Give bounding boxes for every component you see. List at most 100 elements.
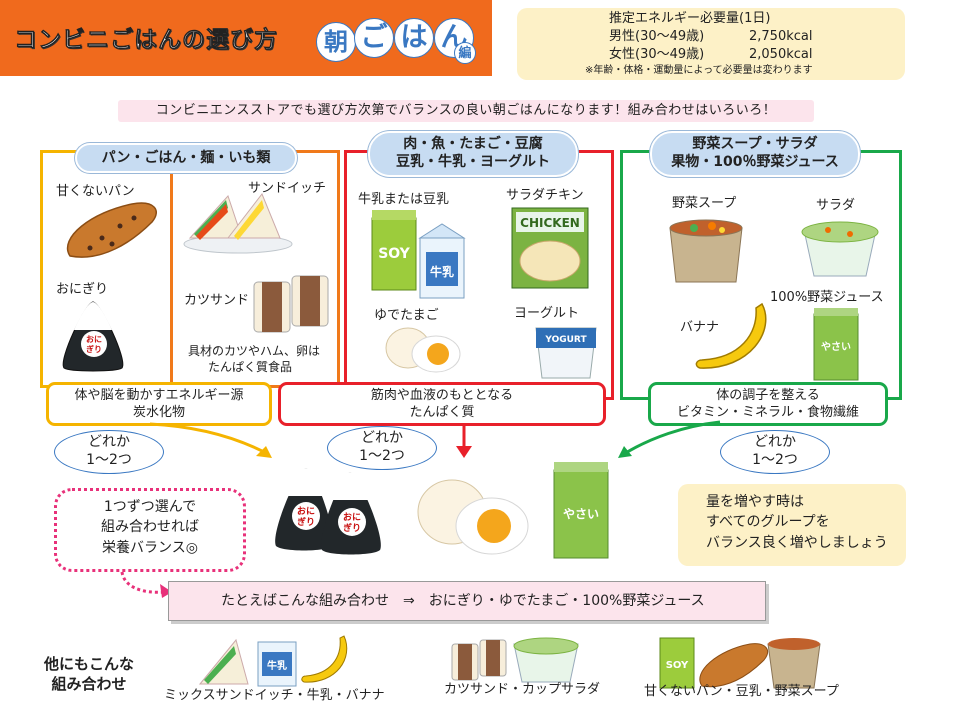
role-energy-box: 体や脳を動かすエネルギー源 炭水化物: [46, 382, 272, 426]
energy-male-label: 男性(30～49歳): [609, 29, 705, 44]
combo-1-milk-label: 牛乳: [267, 659, 287, 672]
group-vegetable-title: 野菜スープ・サラダ 果物・100％野菜ジュース: [650, 131, 860, 177]
tip-line-2: 組み合わせれば: [101, 519, 199, 536]
example-juice-label: やさい: [563, 507, 599, 521]
sandwich-note-line-2: たんぱく質食品: [208, 360, 293, 374]
example-onigiri-1-label-top: おに: [297, 506, 315, 517]
item-bread-label: 甘くないパン: [56, 184, 135, 199]
example-egg-illustration: [417, 479, 529, 555]
onigiri-illustration: おに ぎり: [62, 301, 124, 372]
combo-2-illustration: [451, 637, 579, 683]
salad-chicken-illustration: CHICKEN: [511, 207, 589, 289]
energy-requirement-box: 推定エネルギー必要量(1日) 男性(30～49歳) 2,750kcal 女性(3…: [517, 8, 905, 80]
item-banana-label: バナナ: [680, 320, 720, 335]
katsusand-illustration: [253, 275, 329, 333]
role-protein-line-1: 筋肉や血液のもととなる: [370, 388, 514, 403]
vegetable-juice-illustration: やさい: [813, 308, 859, 381]
tip-line-3: 栄養バランス◎: [102, 539, 198, 556]
role-energy-line-2: 炭水化物: [132, 404, 185, 420]
choose-oval-protein: どれか 1～2つ: [327, 426, 437, 470]
energy-note: ※年齢・体格・運動量によって必要量は変わります: [585, 65, 813, 76]
choose-protein-line-2: 1～2つ: [359, 447, 405, 464]
energy-female-value: 2,050kcal: [749, 47, 813, 62]
tip-bubble: 1つずつ選んで 組み合わせれば 栄養バランス◎: [54, 488, 246, 572]
group-vegetable-title-line-2: 果物・100％野菜ジュース: [671, 153, 839, 170]
vegetable-soup-illustration: [669, 219, 743, 283]
yogurt-cup-label: YOGURT: [544, 335, 587, 345]
more-line-3: バランス良く増やしましょう: [706, 534, 888, 551]
item-salad-label: サラダ: [816, 198, 856, 213]
tip-arrow: [120, 571, 172, 598]
choose-staple-line-2: 1～2つ: [86, 451, 132, 468]
item-milk-label: 牛乳または豆乳: [358, 192, 450, 207]
juice-carton-label: やさい: [821, 341, 851, 353]
combo-3-soy-label: SOY: [666, 660, 689, 671]
role-vitamin-box: 体の調子を整える ビタミン・ミネラル・食物繊維: [648, 382, 888, 426]
group-staple-title-text: パン・ごはん・麺・いも類: [101, 150, 271, 166]
bread-illustration: [67, 202, 157, 258]
more-line-2: すべてのグループを: [706, 514, 830, 531]
choose-oval-staple: どれか 1～2つ: [54, 430, 164, 474]
intro-banner: コンビニエンスストアでも選び方次第でバランスの良い朝ごはんになります！組み合わせ…: [118, 100, 814, 122]
choose-vegetable-line-1: どれか: [754, 434, 796, 450]
example-onigiri-illustration: おに ぎり おに ぎり: [275, 468, 381, 555]
group-staple-title: パン・ごはん・麺・いも類: [75, 143, 297, 173]
combo-2-text: カツサンド・カップサラダ: [444, 682, 601, 697]
group-protein-title: 肉・魚・たまご・豆腐 豆乳・牛乳・ヨーグルト: [368, 131, 578, 177]
group-protein-title-line-2: 豆乳・牛乳・ヨーグルト: [396, 153, 550, 170]
title-badge-asa: 朝: [316, 22, 356, 62]
page-title: コンビニごはんの選び方: [14, 27, 278, 54]
energy-female-label: 女性(30～49歳): [609, 47, 705, 62]
combo-1-illustration: 牛乳: [198, 635, 348, 687]
item-sandwich-label: サンドイッチ: [248, 181, 327, 196]
energy-heading: 推定エネルギー必要量(1日): [609, 11, 771, 26]
title-badge-hen: 編: [454, 42, 476, 64]
example-combination-bar: たとえばこんな組み合わせ ⇒ おにぎり・ゆでたまご・100%野菜ジュース: [168, 581, 766, 621]
item-chicken-label: サラダチキン: [506, 188, 584, 203]
onigiri-label-bottom: ぎり: [86, 344, 102, 354]
soy-milk-illustration: SOY 牛乳: [371, 210, 466, 299]
increase-amount-box: 量を増やす時は すべてのグループを バランス良く増やしましょう: [678, 484, 906, 566]
chicken-package-label: CHICKEN: [520, 216, 580, 230]
title-badge-go: ご: [354, 18, 394, 58]
item-onigiri-label: おにぎり: [56, 282, 109, 297]
choose-protein-line-1: どれか: [361, 430, 403, 446]
more-line-1: 量を増やす時は: [706, 494, 804, 510]
combo-3-illustration: SOY: [659, 637, 821, 689]
cup-salad-illustration: [801, 221, 879, 277]
combo-3-text: 甘くないパン・豆乳・野菜スープ: [644, 684, 839, 699]
other-label-line-2: 組み合わせ: [51, 675, 127, 694]
banana-illustration: [695, 302, 767, 369]
other-combinations-label: 他にもこんな 組み合わせ: [44, 654, 134, 695]
other-label-line-1: 他にもこんな: [44, 655, 135, 673]
example-onigiri-2-label-bottom: ぎり: [343, 522, 361, 534]
example-onigiri-2-label-top: おに: [343, 512, 361, 523]
title-badge-ha: は: [394, 18, 434, 58]
boiled-egg-illustration: [385, 327, 461, 373]
item-yogurt-label: ヨーグルト: [514, 306, 580, 321]
onigiri-label-top: おに: [86, 335, 102, 344]
arrow-vegetable: [618, 420, 721, 458]
yogurt-illustration: YOGURT: [535, 327, 597, 379]
item-soup-label: 野菜スープ: [672, 196, 737, 211]
arrow-staple: [149, 422, 272, 458]
sandwich-illustration: [183, 193, 293, 254]
choose-staple-line-1: どれか: [88, 434, 130, 450]
role-protein-box: 筋肉や血液のもととなる たんぱく質: [278, 382, 606, 426]
role-vitamin-line-1: 体の調子を整える: [716, 388, 820, 403]
example-onigiri-1-label-bottom: ぎり: [297, 516, 315, 528]
soy-carton-label: SOY: [378, 246, 410, 262]
choose-vegetable-line-2: 1～2つ: [752, 451, 798, 468]
role-protein-line-2: たんぱく質: [409, 404, 475, 420]
arrow-protein: [456, 424, 472, 458]
role-vitamin-line-2: ビタミン・ミネラル・食物繊維: [676, 404, 859, 420]
sandwich-note-line-1: 具材のカツやハム、卵は: [188, 344, 321, 358]
choose-oval-vegetable: どれか 1～2つ: [720, 430, 830, 474]
item-egg-label: ゆでたまご: [374, 308, 439, 323]
group-vegetable-title-line-1: 野菜スープ・サラダ: [692, 136, 818, 152]
item-katsusand-label: カツサンド: [184, 293, 250, 308]
item-juice-label: 100%野菜ジュース: [770, 290, 884, 305]
example-juice-illustration: やさい: [553, 462, 609, 559]
role-energy-line-1: 体や脳を動かすエネルギー源: [74, 388, 244, 403]
tip-line-1: 1つずつ選んで: [103, 499, 197, 515]
